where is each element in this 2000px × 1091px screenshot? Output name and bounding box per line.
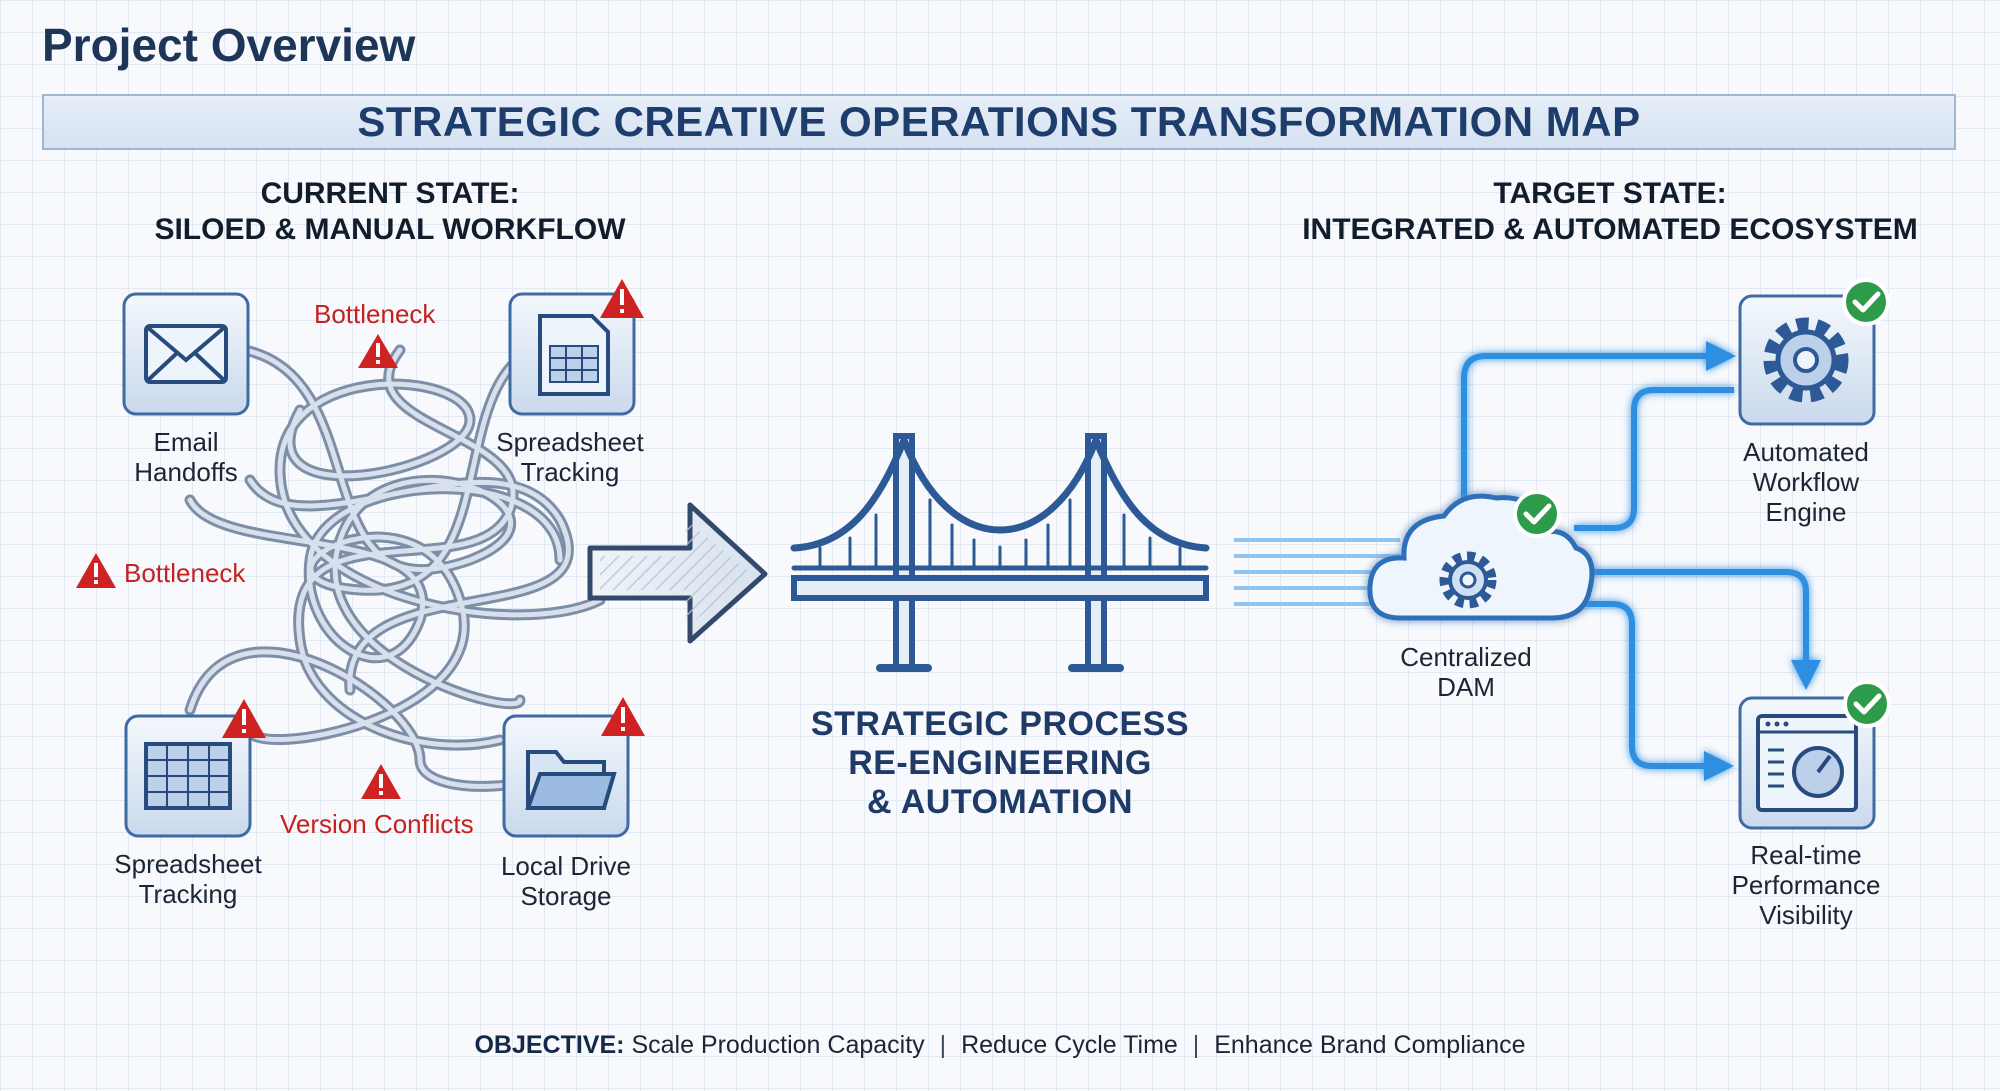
bridge-label-line2: RE-ENGINEERING xyxy=(848,744,1152,782)
spreadsheet-top-tile xyxy=(508,292,636,416)
objective-item-1: Scale Production Capacity xyxy=(631,1031,925,1059)
transformation-arrow xyxy=(587,502,768,644)
objective-separator: | xyxy=(939,1031,947,1059)
bridge-label-line3: & AUTOMATION xyxy=(866,783,1133,821)
target-state-heading-line1: TARGET STATE: xyxy=(1493,177,1727,210)
check-badge-icon xyxy=(1842,278,1890,326)
spreadsheet-bottom-tile xyxy=(124,714,252,838)
banner-title: STRATEGIC CREATIVE OPERATIONS TRANSFORMA… xyxy=(357,98,1641,145)
target-state-heading-line2: INTEGRATED & AUTOMATED ECOSYSTEM xyxy=(1302,213,1918,246)
performance-label-line2: Performance xyxy=(1731,870,1881,900)
spreadsheet-icon xyxy=(538,314,610,396)
objective-item-3: Enhance Brand Compliance xyxy=(1214,1031,1526,1059)
local-drive-label-line2: Storage xyxy=(520,881,612,911)
gear-icon xyxy=(1763,317,1849,403)
spreadsheet-bottom-label: Spreadsheet Tracking xyxy=(88,849,288,909)
current-state-heading: CURRENT STATE: SILOED & MANUAL WORKFLOW xyxy=(110,176,670,248)
current-state-heading-line2: SILOED & MANUAL WORKFLOW xyxy=(154,213,626,246)
performance-tile xyxy=(1738,696,1876,830)
current-state-heading-line1: CURRENT STATE: xyxy=(260,177,520,210)
workflow-engine-label: Automated Workflow Engine xyxy=(1706,437,1906,527)
dashboard-gauge-icon xyxy=(1756,714,1858,812)
local-drive-tile xyxy=(502,714,630,838)
email-label-line2: Handoffs xyxy=(134,457,238,487)
bottleneck-left-label: Bottleneck xyxy=(124,558,246,588)
workflow-engine-label-line3: Engine xyxy=(1765,497,1847,527)
check-badge-icon xyxy=(1843,680,1891,728)
workflow-engine-label-line2: Workflow xyxy=(1752,467,1860,497)
page-title: Project Overview xyxy=(42,19,416,71)
title-banner: STRATEGIC CREATIVE OPERATIONS TRANSFORMA… xyxy=(42,94,1956,150)
data-stream-lines xyxy=(1234,538,1400,606)
local-drive-label-line1: Local Drive xyxy=(500,851,632,881)
bridge-icon xyxy=(790,433,1210,672)
performance-label-line1: Real-time xyxy=(1750,840,1862,870)
spreadsheet-bottom-label-line1: Spreadsheet xyxy=(114,849,262,879)
objective-bar: OBJECTIVE: Scale Production Capacity | R… xyxy=(0,1031,2000,1060)
bottleneck-top-label: Bottleneck xyxy=(314,299,436,329)
bridge-label: STRATEGIC PROCESS RE-ENGINEERING & AUTOM… xyxy=(760,705,1240,822)
spreadsheet-top-label: Spreadsheet Tracking xyxy=(470,427,670,487)
target-state-heading: TARGET STATE: INTEGRATED & AUTOMATED ECO… xyxy=(1270,176,1950,248)
tangled-cables xyxy=(184,334,606,792)
warning-icon xyxy=(601,697,645,736)
warning-icon xyxy=(358,334,398,368)
dam-label-line1: Centralized xyxy=(1400,642,1532,672)
spreadsheet-icon xyxy=(144,742,232,810)
check-badge-icon xyxy=(1513,490,1561,538)
integration-flow-lines xyxy=(1461,341,1821,781)
objective-item-2: Reduce Cycle Time xyxy=(961,1031,1178,1059)
folder-icon xyxy=(525,750,617,810)
bridge-label-line1: STRATEGIC PROCESS xyxy=(810,705,1190,743)
workflow-engine-tile xyxy=(1738,294,1876,426)
objective-separator: | xyxy=(1192,1031,1200,1059)
email-handoffs-tile xyxy=(122,292,250,416)
performance-label: Real-time Performance Visibility xyxy=(1706,840,1906,930)
dam-label-line2: DAM xyxy=(1437,672,1495,702)
objective-label: OBJECTIVE: xyxy=(474,1031,625,1059)
warning-icon xyxy=(600,279,644,318)
email-label-line1: Email xyxy=(153,427,219,457)
local-drive-label: Local Drive Storage xyxy=(466,851,666,911)
warning-icon xyxy=(76,553,116,588)
workflow-engine-label-line1: Automated xyxy=(1743,437,1869,467)
warning-icon xyxy=(222,699,266,738)
envelope-icon xyxy=(144,324,228,384)
version-conflicts-label: Version Conflicts xyxy=(280,809,474,839)
spreadsheet-bottom-label-line2: Tracking xyxy=(138,879,238,909)
centralized-dam-label: Centralized DAM xyxy=(1366,642,1566,702)
spreadsheet-top-label-line1: Spreadsheet xyxy=(496,427,644,457)
gear-icon xyxy=(1439,551,1497,609)
warning-icon xyxy=(361,764,401,799)
performance-label-line3: Visibility xyxy=(1759,900,1853,930)
spreadsheet-top-label-line2: Tracking xyxy=(520,457,620,487)
email-handoffs-label: Email Handoffs xyxy=(96,427,276,487)
